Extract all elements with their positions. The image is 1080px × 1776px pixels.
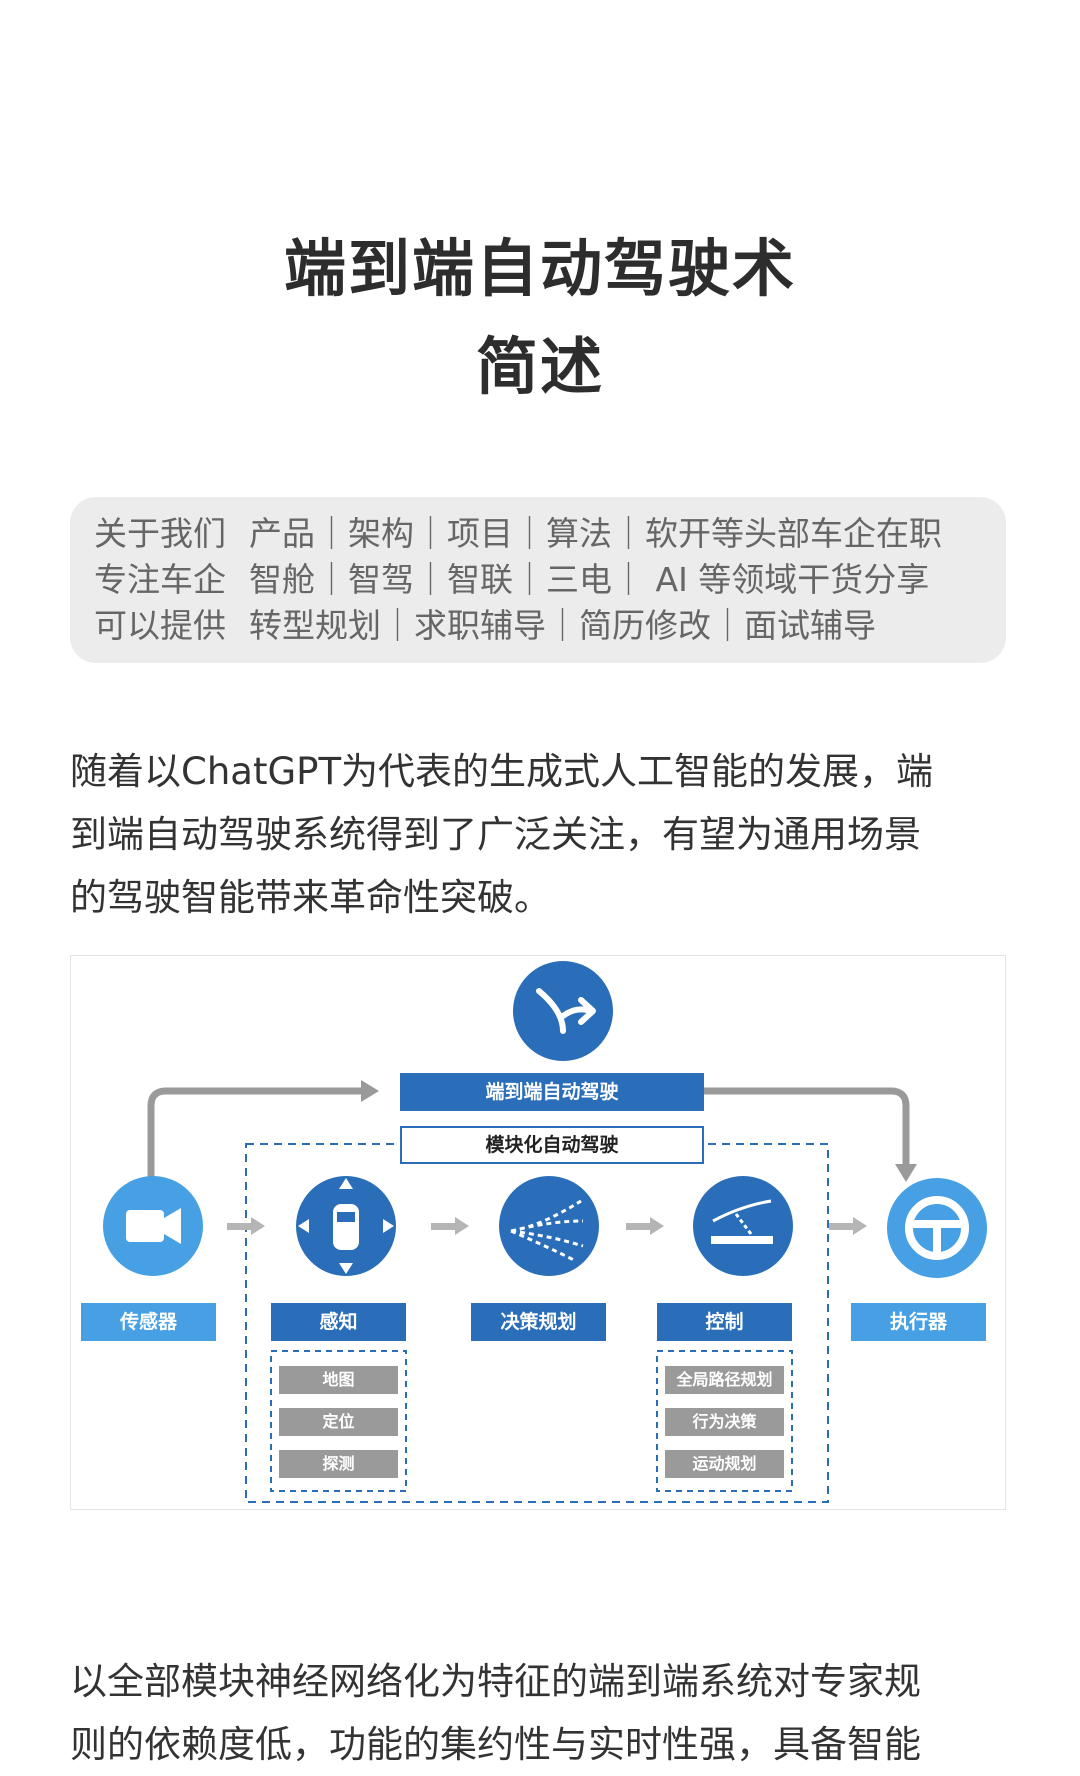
diagram-graphics	[103, 961, 987, 1503]
flow-arrows	[227, 1217, 867, 1235]
stage-label-decision: 决策规划	[471, 1303, 606, 1341]
stage-label-perception: 感知	[271, 1303, 406, 1341]
info-row-items: 智舱｜智驾｜智联｜三电｜ AI 等领域干货分享	[249, 560, 930, 599]
info-box: 关于我们 产品｜架构｜项目｜算法｜软开等头部车企在职 专注车企 智舱｜智驾｜智联…	[70, 497, 1006, 663]
info-row-label: 可以提供	[94, 606, 226, 645]
intro-line: 随着以ChatGPT为代表的生成式人工智能的发展，端	[70, 750, 934, 793]
arrow-to-end-to-end	[147, 1087, 366, 1181]
intro-paragraph: 随着以ChatGPT为代表的生成式人工智能的发展，端 到端自动驾驶系统得到了广泛…	[70, 740, 1010, 929]
info-row-label: 关于我们	[94, 514, 226, 553]
modular-label: 模块化自动驾驶	[400, 1126, 704, 1164]
control-sub-item: 全局路径规划	[665, 1366, 784, 1394]
arrow-to-actuator	[704, 1087, 910, 1166]
info-row-label: 专注车企	[94, 560, 226, 599]
perception-sub-item: 定位	[279, 1408, 398, 1436]
info-row: 可以提供 转型规划｜求职辅导｜简历修改｜面试辅导	[94, 603, 982, 649]
intro-line: 到端自动驾驶系统得到了广泛关注，有望为通用场景	[70, 813, 921, 856]
control-sub-box	[656, 1350, 793, 1492]
arrow-head	[895, 1164, 917, 1182]
second-line: 以全部模块神经网络化为特征的端到端系统对专家规	[70, 1660, 921, 1703]
info-row-items: 转型规划｜求职辅导｜简历修改｜面试辅导	[249, 606, 876, 645]
perception-sub-item: 地图	[279, 1366, 398, 1394]
second-line: 则的依赖度低，功能的集约性与实时性强，具备智能	[70, 1723, 921, 1766]
end-to-end-label: 端到端自动驾驶	[400, 1073, 704, 1111]
perception-sub-box	[270, 1350, 407, 1492]
page-title: 端到端自动驾驶术 简述	[0, 220, 1080, 416]
intro-line: 的驾驶智能带来革命性突破。	[70, 876, 551, 919]
control-sub-item: 运动规划	[665, 1450, 784, 1478]
info-row-items: 产品｜架构｜项目｜算法｜软开等头部车企在职	[249, 514, 942, 553]
end-to-end-icon	[513, 961, 613, 1061]
arrow-head	[361, 1080, 379, 1102]
perception-sub-item: 探测	[279, 1450, 398, 1478]
stage-label-control: 控制	[657, 1303, 792, 1341]
title-line-1: 端到端自动驾驶术	[283, 232, 796, 305]
control-icon	[693, 1176, 793, 1276]
info-row: 专注车企 智舱｜智驾｜智联｜三电｜ AI 等领域干货分享	[94, 557, 982, 603]
control-sub-item: 行为决策	[665, 1408, 784, 1436]
second-paragraph: 以全部模块神经网络化为特征的端到端系统对专家规 则的依赖度低，功能的集约性与实时…	[70, 1650, 1010, 1776]
architecture-diagram: 端到端自动驾驶 模块化自动驾驶 传感器 感知 决策规划 控制 执行器 地图 定位…	[70, 955, 1006, 1510]
info-row: 关于我们 产品｜架构｜项目｜算法｜软开等头部车企在职	[94, 511, 982, 557]
modular-box	[245, 1143, 829, 1503]
stage-label-actuator: 执行器	[851, 1303, 986, 1341]
title-line-2: 简述	[475, 330, 604, 403]
decision-icon	[499, 1176, 599, 1276]
stage-label-sensor: 传感器	[81, 1303, 216, 1341]
